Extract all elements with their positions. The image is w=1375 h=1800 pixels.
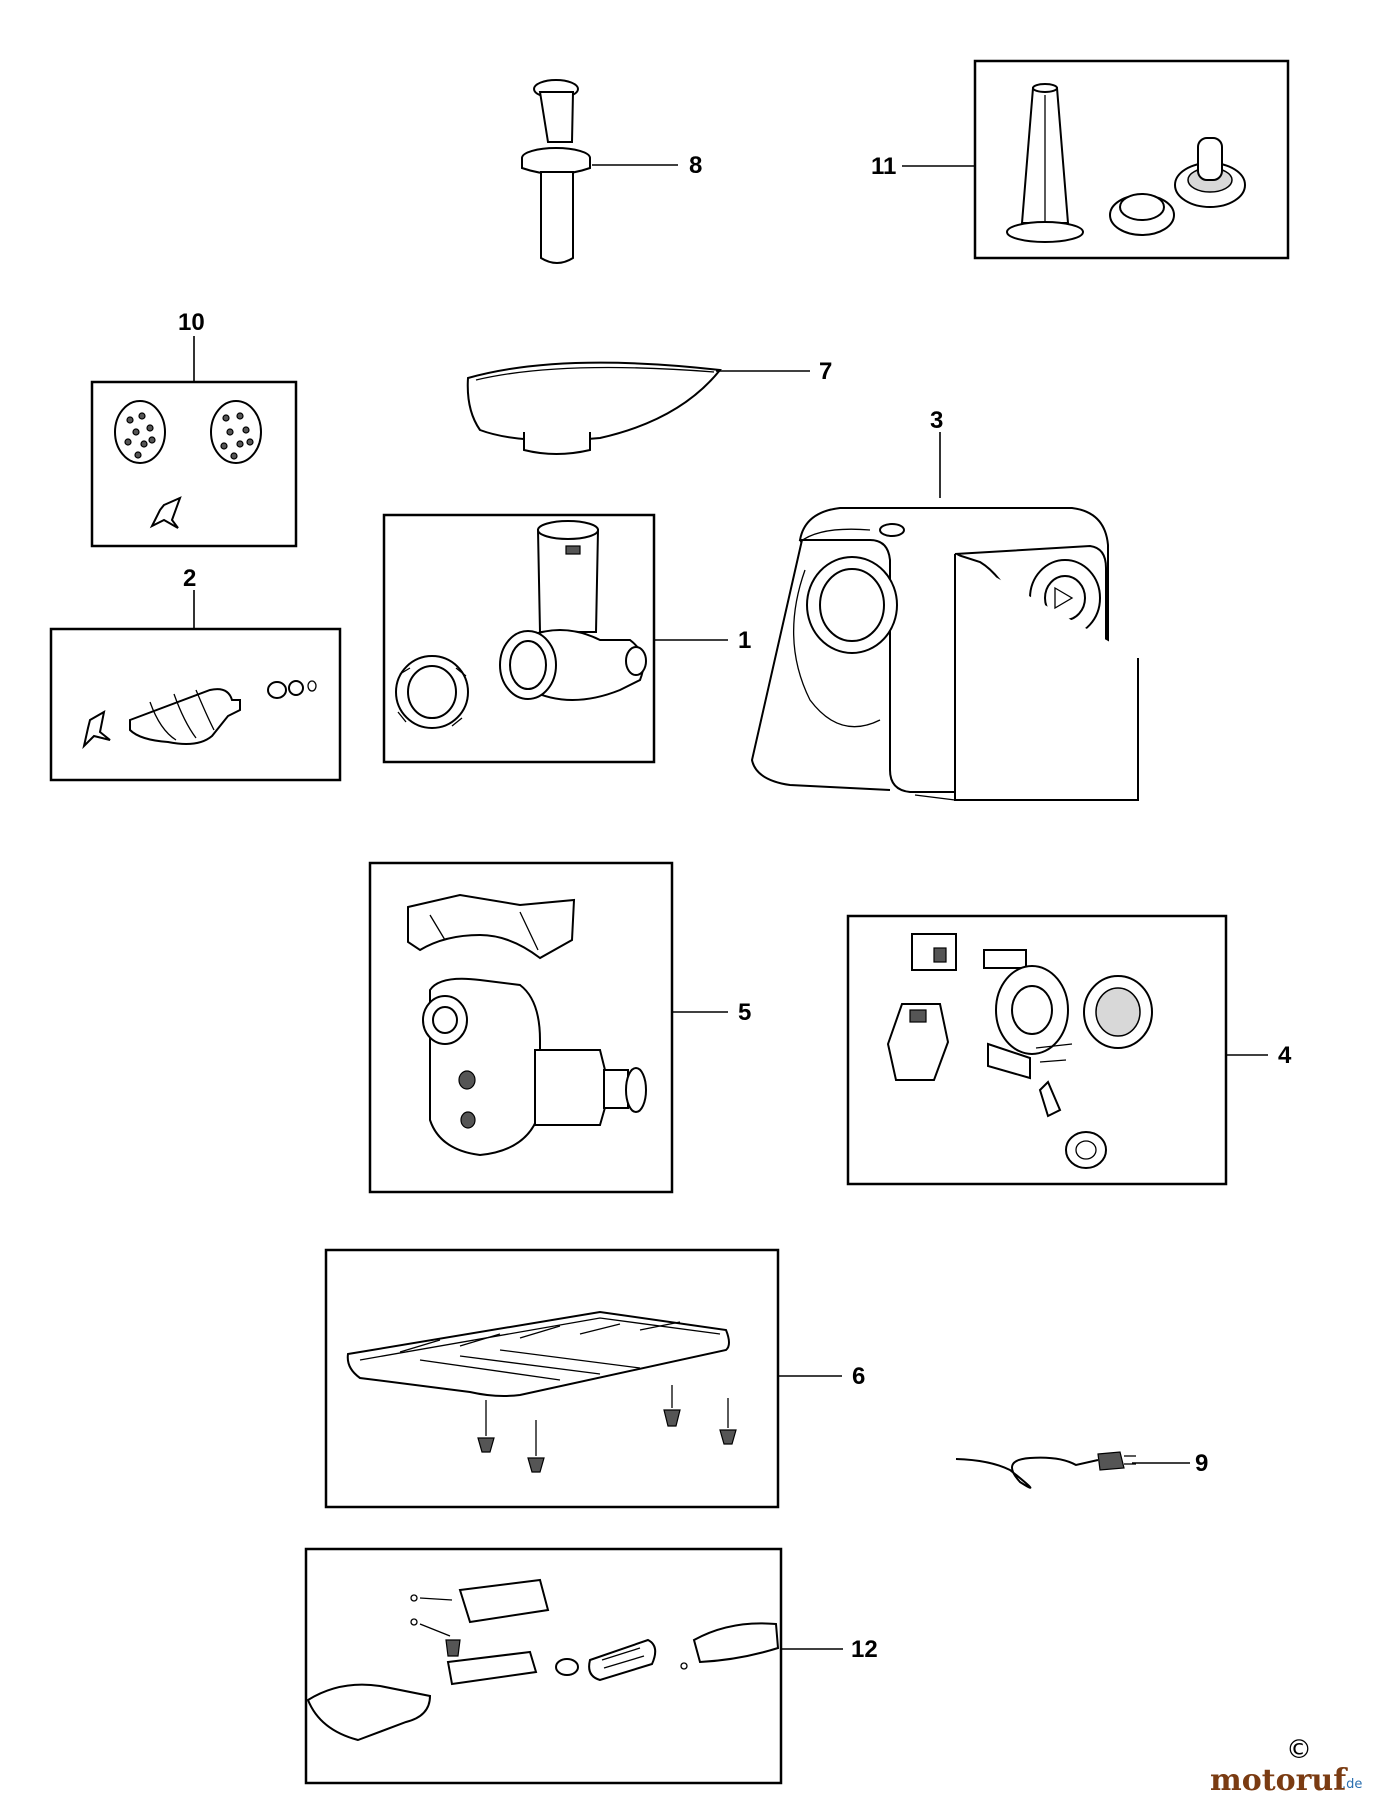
part-12-accessory-kit [304,1547,843,1785]
part-6-box [324,1248,780,1509]
callout-7: 7 [819,358,832,385]
part-2-box [49,627,342,782]
callout-5: 5 [738,999,751,1026]
part-11-box [973,59,1290,260]
part-3-motor-housing [750,432,1139,801]
watermark-brand: motoruf [1210,1763,1348,1798]
part-1-box [382,513,656,764]
callout-10: 10 [178,309,205,336]
part-7-meat-tray [466,361,810,455]
motoruf-watermark: © motoruf .de [1210,1735,1362,1798]
part-4-switch-assembly [846,914,1268,1186]
watermark-suffix: .de [1342,1777,1362,1792]
callout-1: 1 [738,627,751,654]
callout-2: 2 [183,565,196,592]
part-10-box [90,380,298,548]
foot-screws [477,1385,737,1473]
callout-12: 12 [851,1636,878,1663]
ring-nut [395,655,469,729]
callout-6: 6 [852,1363,865,1390]
copyright-mark: © [1286,1735,1312,1765]
part-4-box [846,914,1228,1186]
cross-blade [149,496,182,529]
part-12-box [304,1547,783,1785]
cutting-plate-fine [114,400,166,464]
part-5-box [368,861,674,1194]
part-6-base-plate [324,1248,842,1509]
motor-bracket [407,893,576,960]
cutting-plate-coarse [210,400,262,464]
part-2-auger-assembly [49,590,342,782]
part-5-motor-gearbox [368,861,728,1194]
part-9-power-cord [955,1451,1190,1489]
part-8-food-pusher [521,79,678,264]
callout-8: 8 [689,152,702,179]
callout-3: 3 [930,407,943,434]
callout-11: 11 [871,153,896,180]
callout-4: 4 [1278,1042,1292,1069]
part-10-cutting-plates [90,336,298,548]
gear-housing [422,977,647,1157]
grinder-body [499,520,647,701]
part-11-sausage-kit [902,59,1290,260]
callout-9: 9 [1195,1450,1208,1477]
part-1-grinding-head [382,513,728,764]
